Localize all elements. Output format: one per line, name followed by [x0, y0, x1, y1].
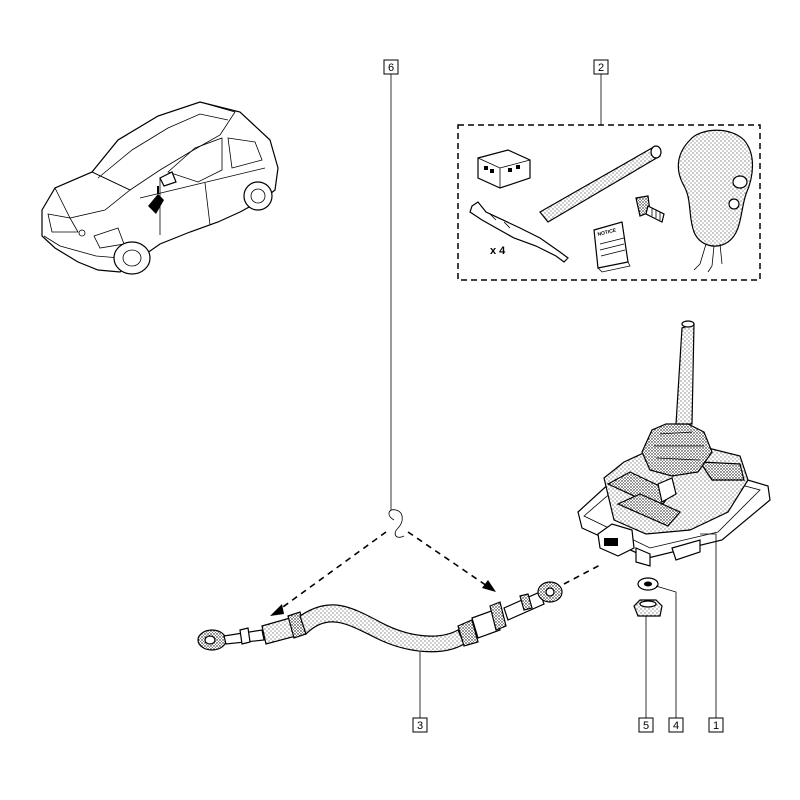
connector-block	[477, 149, 531, 189]
accessory-kit: x 4 NOTICE	[457, 124, 761, 281]
notice-booklet: NOTICE	[593, 221, 631, 273]
car-illustration	[41, 101, 279, 275]
callout-5: 5	[638, 717, 654, 733]
svg-text:4: 4	[673, 720, 679, 732]
callout-2: 2	[593, 59, 609, 75]
svg-text:1: 1	[713, 720, 719, 732]
sleeve-rod	[539, 145, 662, 223]
gear-knob	[677, 129, 754, 273]
svg-text:2: 2	[598, 62, 604, 74]
screw	[635, 195, 665, 223]
callout-6: 6	[383, 59, 399, 75]
shift-cable	[197, 581, 563, 653]
svg-text:3: 3	[417, 720, 423, 732]
gear-shift-assembly	[577, 320, 771, 567]
cable-clip	[388, 509, 405, 538]
terminal-pin	[469, 201, 569, 263]
washer	[637, 577, 659, 591]
callout-leaders	[390, 74, 717, 718]
svg-text:6: 6	[388, 62, 394, 74]
callout-1: 1	[708, 717, 724, 733]
quantity-label: x 4	[490, 245, 506, 257]
callout-4: 4	[668, 717, 684, 733]
callout-3: 3	[412, 717, 428, 733]
nut	[633, 599, 663, 617]
svg-text:5: 5	[643, 720, 649, 732]
kit-dashed-frame	[457, 124, 761, 281]
notice-label: NOTICE	[597, 227, 617, 238]
assembly-dashed-lines	[270, 531, 603, 616]
